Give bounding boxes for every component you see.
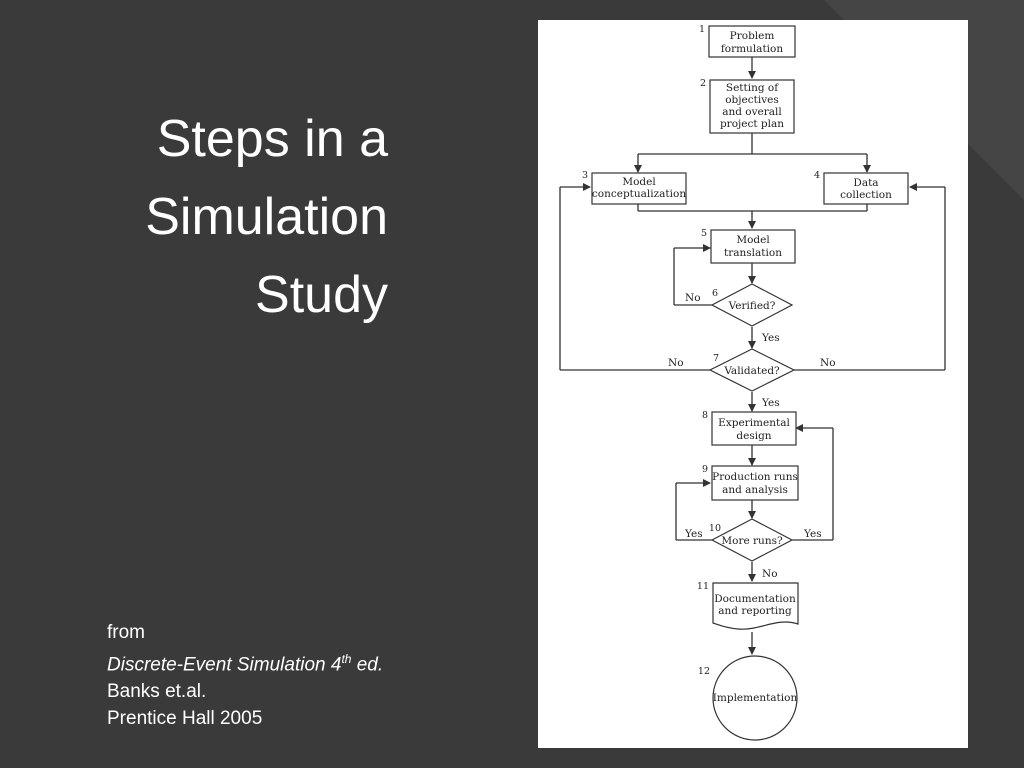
edge-label-verified-yes: Yes [761,332,780,344]
edge-label-more-runs-yes-right: Yes [803,528,822,540]
edge-label-verified-no: No [685,292,701,304]
citation-book-sup: th [341,652,352,666]
citation-authors: Banks et.al. [107,681,207,703]
node-label: Model [736,234,770,246]
node-label: conceptualization [592,188,686,200]
node-label: translation [724,247,782,259]
node-number: 12 [698,666,710,677]
node-experimental-design: 8 Experimental design [702,410,797,446]
node-verified: 6 Verified? [710,283,794,327]
edge-label-validated-no-left: No [668,357,684,369]
node-model-translation: 5 Model translation [701,228,796,264]
node-label: More runs? [721,535,783,547]
flowchart-connectors [559,57,946,655]
node-number: 5 [701,228,707,239]
citation-from: from [107,622,145,643]
node-number: 4 [814,170,820,181]
slide-title: Steps in a Simulation Study [145,100,388,334]
node-label: collection [840,189,892,201]
edge-label-more-runs-no: No [762,568,778,580]
node-label: Documentation [714,593,796,605]
node-label: design [736,430,771,442]
node-data-collection: 4 Data collection [814,170,909,205]
node-label: Model [622,176,656,188]
edge-label-validated-yes: Yes [761,397,780,409]
node-number: 11 [697,581,709,592]
node-validated: 7 Validated? [708,348,796,392]
node-label: and analysis [722,484,788,496]
node-label: and reporting [718,605,792,617]
node-number: 2 [700,78,706,89]
node-label: Verified? [728,300,776,312]
node-number: 6 [712,288,718,299]
node-number: 1 [699,24,705,35]
node-label: objectives [725,94,779,106]
node-label: Data [853,177,878,189]
node-label: and overall [722,106,782,118]
node-documentation: 11 Documentation and reporting [697,581,799,630]
title-line-1: Steps in a [156,110,388,168]
edge-label-more-runs-yes-left: Yes [684,528,703,540]
node-label: Production runs [712,471,798,483]
flowchart-panel: No Yes No No Yes Yes Yes No 1 Problem fo… [538,20,968,748]
node-label: Experimental [718,417,790,429]
node-label: Validated? [723,365,780,377]
flowchart-edge-labels: No Yes No No Yes Yes Yes No [668,292,836,580]
node-label: Setting of [726,82,779,94]
node-model-conceptualization: 3 Model conceptualization [582,170,687,205]
node-label: formulation [721,43,783,55]
node-problem-formulation: 1 Problem formulation [699,24,796,58]
citation: from Discrete-Event Simulation 4th ed. B… [107,619,383,732]
title-line-3: Study [255,266,388,324]
node-more-runs: 10 More runs? [709,518,794,562]
node-production-runs: 9 Production runs and analysis [702,464,799,501]
node-number: 7 [713,353,719,364]
node-number: 3 [582,170,588,181]
citation-book: Discrete-Event Simulation 4th ed. [107,646,383,678]
edge-label-validated-no-right: No [820,357,836,369]
node-objectives: 2 Setting of objectives and overall proj… [700,78,795,134]
citation-publisher: Prentice Hall 2005 [107,708,263,730]
node-number: 10 [709,523,721,534]
flowchart: No Yes No No Yes Yes Yes No 1 Problem fo… [559,24,946,741]
citation-book-title: Discrete-Event Simulation 4 [107,654,342,676]
node-number: 8 [702,410,708,421]
title-line-2: Simulation [145,188,388,246]
node-number: 9 [702,464,708,475]
node-implementation: 12 Implementation [698,655,798,741]
citation-book-suffix: ed. [351,654,384,676]
node-label: Implementation [713,692,798,704]
node-label: project plan [720,118,784,130]
node-label: Problem [730,30,775,42]
